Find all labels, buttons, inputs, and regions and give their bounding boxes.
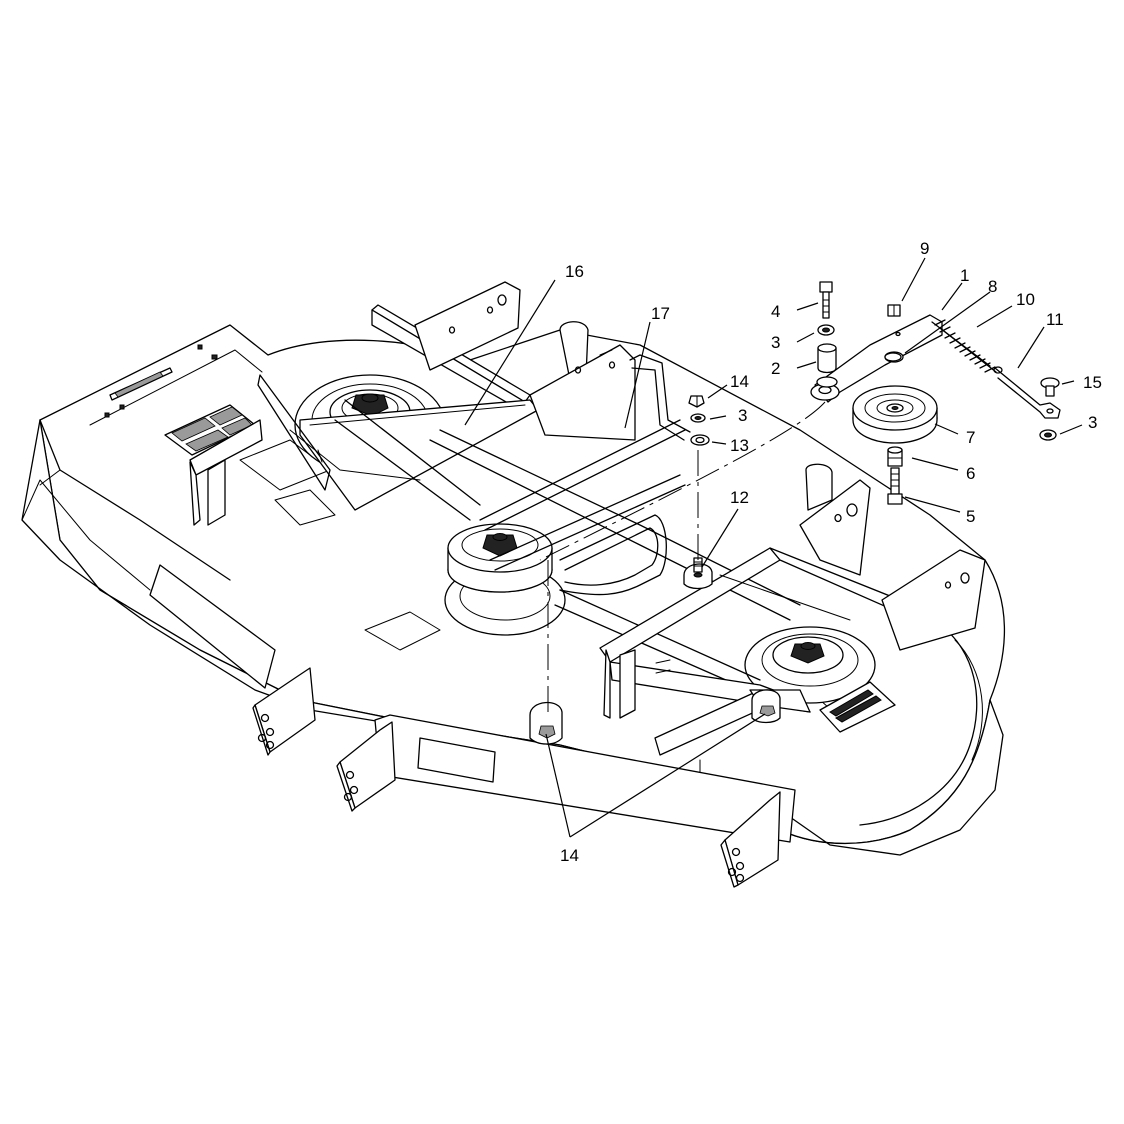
left-mount-bracket bbox=[189, 281, 539, 526]
callout-14-bottom: 14 bbox=[560, 846, 579, 865]
right-mount-frame bbox=[599, 463, 986, 756]
callout-11: 11 bbox=[1046, 310, 1064, 329]
front-left-mount-bracket bbox=[252, 667, 316, 756]
front-mid-mount-bracket bbox=[336, 721, 396, 812]
leader-lines bbox=[464, 257, 1083, 838]
callout-16: 16 bbox=[565, 262, 584, 281]
callout-4: 4 bbox=[771, 302, 780, 321]
rod-11 bbox=[994, 367, 1061, 419]
spacer-2 bbox=[816, 343, 838, 388]
callout-10: 10 bbox=[1016, 290, 1035, 309]
callout-3-mid: 3 bbox=[738, 406, 747, 425]
callout-17: 17 bbox=[651, 304, 670, 323]
callout-12: 12 bbox=[730, 488, 749, 507]
front-nut-pad-right bbox=[751, 689, 781, 724]
callout-14-top: 14 bbox=[730, 372, 749, 391]
spring-10 bbox=[931, 319, 1003, 374]
callout-8: 8 bbox=[988, 277, 997, 296]
idler-pulley-7 bbox=[852, 385, 938, 444]
callout-15: 15 bbox=[1083, 373, 1102, 392]
center-stud-12 bbox=[683, 557, 713, 590]
callout-1: 1 bbox=[960, 266, 969, 285]
callout-9: 9 bbox=[920, 239, 929, 258]
center-spindle-pulley bbox=[444, 523, 566, 636]
front-right-mount-bracket bbox=[720, 791, 781, 888]
deck-decal-panel bbox=[104, 344, 256, 456]
washer-3-top bbox=[817, 324, 835, 336]
callout-3-right: 3 bbox=[1088, 413, 1097, 432]
carriage-bolt-15 bbox=[1040, 377, 1060, 397]
front-nut-pad-left bbox=[529, 701, 563, 745]
washer-3-right bbox=[1039, 429, 1057, 441]
right-spindle-pulley bbox=[744, 626, 876, 704]
bolt-4 bbox=[819, 281, 833, 319]
washer-8 bbox=[884, 352, 902, 362]
washer-3-mid bbox=[690, 413, 706, 423]
callout-5: 5 bbox=[966, 507, 975, 526]
assembly-centerlines bbox=[539, 401, 826, 715]
callout-labels: 16 17 4 3 2 9 1 8 10 11 15 3 7 6 5 14 3 … bbox=[560, 239, 1102, 865]
callout-7: 7 bbox=[966, 428, 975, 447]
callout-2: 2 bbox=[771, 359, 780, 378]
bushing-6 bbox=[887, 446, 903, 467]
callout-6: 6 bbox=[966, 464, 975, 483]
nut-9 bbox=[887, 304, 901, 317]
bolt-5 bbox=[887, 467, 903, 505]
center-rod-17 bbox=[479, 354, 710, 596]
callout-3-top: 3 bbox=[771, 333, 780, 352]
center-frame-bar bbox=[529, 321, 636, 441]
callout-13: 13 bbox=[730, 436, 749, 455]
nut-14-top bbox=[688, 395, 705, 408]
